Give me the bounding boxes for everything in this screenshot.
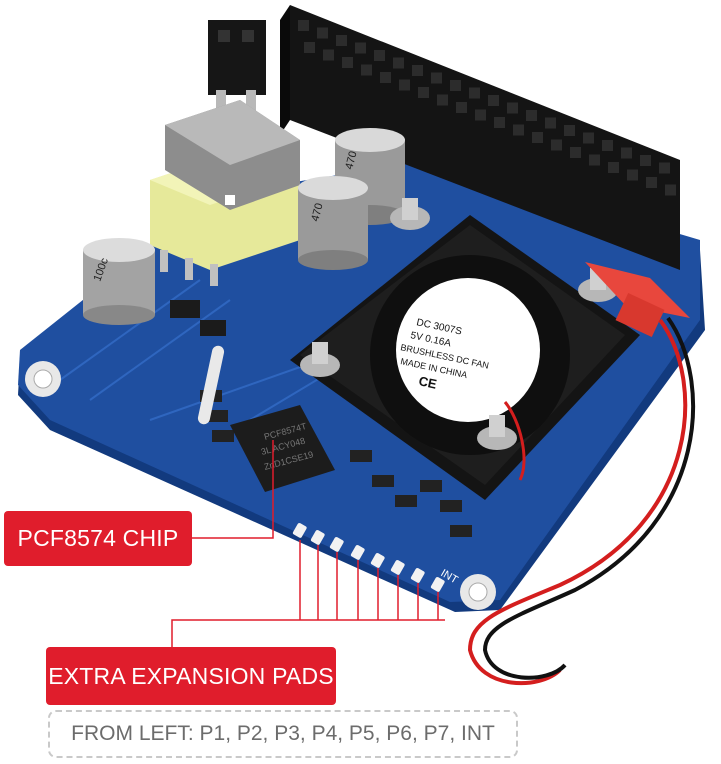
gpio-pin-hole: [412, 65, 423, 76]
fan-wire-black: [482, 316, 696, 680]
fan-connector: [585, 262, 690, 338]
gpio-pin-hole: [298, 20, 309, 31]
smd-components: [170, 300, 472, 537]
gpio-pin-hole: [431, 72, 442, 84]
expansion-pads: [292, 523, 445, 592]
gpio-pin-hole: [317, 27, 328, 39]
mount-hole-left: [25, 361, 61, 397]
capacitor-large-1: 470: [335, 128, 405, 225]
expansion-pad: [430, 577, 445, 592]
expansion-pads-label: EXTRA EXPANSION PADS: [46, 647, 336, 705]
gpio-pin-hole: [507, 102, 518, 114]
gpio-pin-hole: [570, 147, 581, 158]
gpio-pin-hole: [665, 184, 676, 196]
expansion-pad: [410, 568, 425, 583]
gpio-pin-hole: [469, 87, 480, 99]
svg-text:470: 470: [343, 150, 359, 171]
expansion-pad: [329, 537, 344, 552]
gpio-pin-hole: [551, 139, 562, 151]
gpio-pin-hole: [526, 110, 537, 121]
gpio-pin-hole: [342, 57, 353, 68]
gpio-pin-hole: [646, 177, 657, 188]
capacitor-small: 100c: [83, 238, 155, 325]
expansion-pad: [310, 530, 325, 545]
gpio-pin-hole: [494, 117, 505, 128]
gpio-pin-hole: [532, 132, 543, 143]
small-header: [208, 20, 266, 112]
gpio-pin-hole: [361, 64, 372, 76]
board-slot: [197, 345, 225, 425]
pcf8574-chip-label: PCF8574 CHIP: [4, 511, 192, 566]
expansion-pad: [390, 560, 405, 575]
expansion-pad: [292, 523, 307, 538]
mount-hole-right: [460, 574, 496, 610]
gpio-pin-hole: [475, 109, 486, 121]
gpio-pin-hole: [659, 162, 670, 174]
gpio-header: [280, 5, 680, 270]
gpio-pin-hole: [380, 72, 391, 83]
gpio-pin-hole: [304, 42, 315, 53]
gpio-pin-hole: [437, 94, 448, 106]
gpio-pin-hole: [602, 140, 613, 151]
capacitor-large-2: 470: [298, 176, 368, 270]
gpio-pin-hole: [418, 87, 429, 98]
svg-text:470: 470: [309, 202, 325, 223]
gpio-pin-hole: [450, 80, 461, 91]
fan-wire-red-2: [503, 401, 526, 481]
gpio-pin-hole: [336, 35, 347, 46]
expansion-pad: [370, 553, 385, 568]
gpio-pin-hole: [589, 154, 600, 166]
fan-wire-red: [467, 318, 688, 686]
pcf8574-chip: PCF8574T 3L ACY048 ZnD1CSE19: [230, 405, 335, 492]
gpio-pin-hole: [583, 132, 594, 144]
gpio-pin-hole: [608, 162, 619, 173]
transformer: [150, 100, 300, 286]
gpio-pin-hole: [488, 95, 499, 106]
gpio-pin-hole: [456, 102, 467, 113]
gpio-pin-hole: [627, 169, 638, 181]
cooling-fan: DC 3007S 5V 0.16A BRUSHLESS DC FAN MADE …: [290, 215, 640, 500]
gpio-pin-hole: [640, 155, 651, 166]
gpio-pin-hole: [621, 147, 632, 159]
svg-text:CE: CE: [417, 373, 438, 391]
gpio-pin-hole: [355, 42, 366, 54]
gpio-pin-hole: [564, 125, 575, 136]
pad-order-caption: FROM LEFT: P1, P2, P3, P4, P5, P6, P7, I…: [48, 710, 518, 758]
gpio-pin-hole: [399, 79, 410, 91]
gpio-pin-hole: [393, 57, 404, 69]
expansion-pad: [350, 545, 365, 560]
gpio-pin-hole: [323, 49, 334, 61]
gpio-pin-hole: [513, 124, 524, 136]
gpio-pin-hole: [374, 50, 385, 61]
gpio-pin-hole: [545, 117, 556, 129]
annotation-lines: [171, 440, 445, 647]
